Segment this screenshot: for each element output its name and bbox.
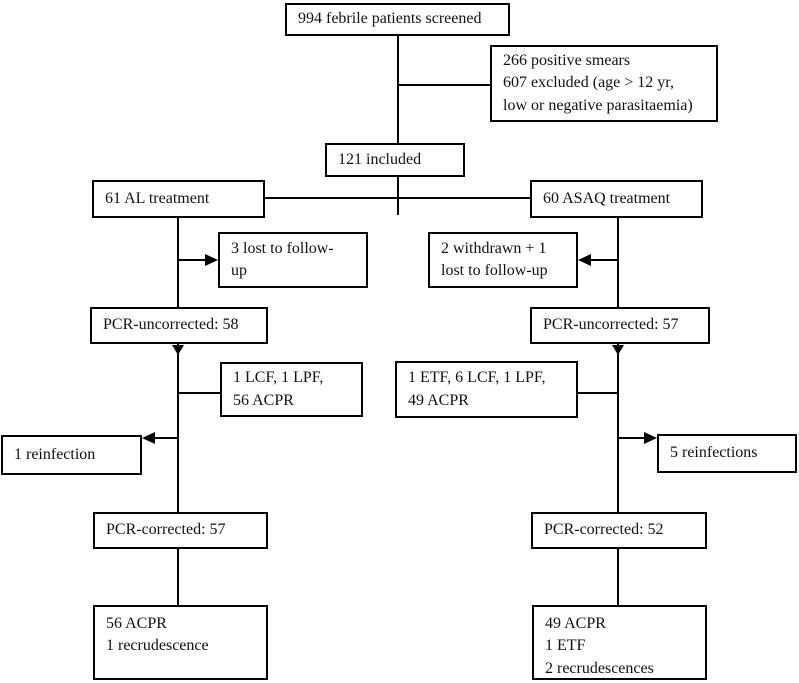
box-asaq-pcr-uncorrected: PCR-uncorrected: 57 <box>530 307 710 344</box>
box-al-reinfection: 1 reinfection <box>1 435 142 475</box>
box-asaq-treatment: 60 ASAQ treatment <box>530 180 703 218</box>
box-asaq-outcomes: 1 ETF, 6 LCF, 1 LPF, 49 ACPR <box>395 361 578 418</box>
arrowhead-al-lost <box>205 254 218 266</box>
box-al-lost-to-follow-up: 3 lost to follow- up <box>218 232 368 288</box>
arrowhead-al-reinfection <box>142 432 155 444</box>
box-asaq-final: 49 ACPR 1 ETF 2 recrudescences <box>532 605 707 680</box>
box-asaq-withdrawn: 2 withdrawn + 1 lost to follow-up <box>428 232 578 288</box>
arrowhead-asaq-withdrawn <box>578 254 591 266</box>
box-al-pcr-uncorrected: PCR-uncorrected: 58 <box>90 307 268 344</box>
box-al-final: 56 ACPR 1 recrudescence <box>93 605 268 680</box>
box-excluded: 266 positive smears 607 excluded (age > … <box>490 45 718 122</box>
arrowhead-al-down <box>172 345 184 355</box>
box-al-outcomes: 1 LCF, 1 LPF, 56 ACPR <box>220 362 363 417</box>
box-al-treatment: 61 AL treatment <box>92 180 265 218</box>
box-included: 121 included <box>325 143 465 177</box>
box-asaq-reinfections: 5 reinfections <box>657 434 797 473</box>
box-screened: 994 febrile patients screened <box>285 3 510 36</box>
arrowhead-asaq-reinfections <box>644 432 657 444</box>
box-asaq-pcr-corrected: PCR-corrected: 52 <box>531 512 707 549</box>
arrowhead-asaq-down <box>612 345 624 355</box>
box-al-pcr-corrected: PCR-corrected: 57 <box>93 512 268 549</box>
